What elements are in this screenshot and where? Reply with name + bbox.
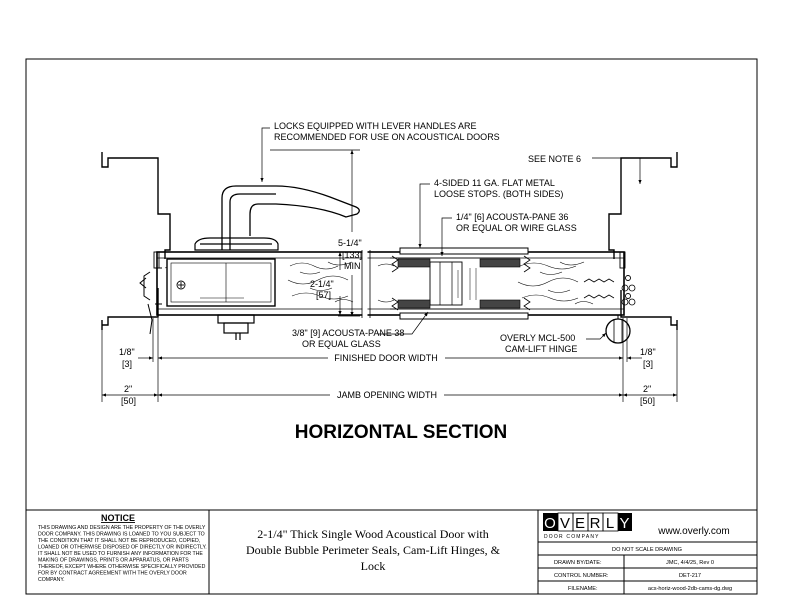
description-line1: 2-1/4" Thick Single Wood Acoustical Door…	[257, 527, 488, 541]
dim-finished-width: FINISHED DOOR WIDTH	[334, 353, 438, 363]
section-title: HORIZONTAL SECTION	[295, 422, 508, 443]
lock-latch-strike	[139, 267, 162, 335]
logo-letter: Y	[619, 515, 630, 532]
description-line2: Double Bubble Perimeter Seals, Cam-Lift …	[246, 543, 501, 557]
dim-height-outer-b: [133]	[342, 250, 362, 260]
callout-pane38-line1: 3/8" [9] ACOUSTA-PANE 38	[292, 328, 404, 338]
logo-letter: E	[575, 515, 586, 532]
notice-title: NOTICE	[101, 513, 135, 523]
filename-value: acs-horiz-wood-2db-cams-dg.dwg	[648, 586, 732, 592]
callout-hinge-line2: CAM-LIFT HINGE	[505, 344, 577, 354]
control-value: DET-217	[679, 573, 701, 579]
logo-letter: L	[606, 515, 615, 532]
dim-height-inner-a: 2-1/4"	[310, 279, 334, 289]
dim-jamb-left-a: 2"	[124, 384, 132, 394]
hinge-screws	[583, 278, 636, 306]
dim-jamb-width: JAMB OPENING WIDTH	[337, 390, 437, 400]
lock-body	[166, 258, 276, 307]
lock-rose	[194, 237, 279, 251]
dim-gap-left-a: 1/8"	[119, 347, 135, 357]
logo-subtitle: DOOR COMPANY	[544, 534, 600, 540]
drawing-border	[25, 58, 758, 595]
callout-hinge-line1: OVERLY MCL-500	[500, 333, 575, 343]
logo-letter: O	[544, 515, 557, 532]
drawn-by-label: DRAWN BY/DATE:	[554, 560, 602, 566]
lock-thumbturn	[217, 314, 255, 340]
dim-jamb-right-a: 2"	[643, 384, 651, 394]
leader-lines	[260, 127, 642, 340]
notice-line: DOOR COMPANY. THIS DRAWING IS LOANED TO …	[38, 532, 205, 538]
drawn-by-value: JMC, 4/4/25, Rev 0	[666, 560, 714, 566]
dim-height-inner-b: [57]	[316, 290, 331, 300]
callout-pane38-line2: OR EQUAL GLASS	[302, 339, 381, 349]
notice-line: COMPANY.	[38, 577, 65, 583]
logo-letter: V	[560, 515, 571, 532]
callout-stops-line2: LOOSE STOPS. (BOTH SIDES)	[434, 189, 563, 199]
dim-height-outer-c: MIN	[344, 261, 361, 271]
notice-line: MAKING OF DRAWINGS, PRINTS OR APPARATUS,…	[38, 558, 189, 564]
notice-line: THIS DRAWING AND DESIGN ARE THE PROPERTY…	[38, 525, 206, 531]
title-block	[208, 510, 757, 594]
perimeter-seals	[153, 251, 631, 299]
notice-line: FOR BY CONTRACT AGREEMENT WITH THE OVERL…	[38, 571, 187, 577]
callout-see-note: SEE NOTE 6	[528, 154, 581, 164]
control-label: CONTROL NUMBER:	[554, 573, 609, 579]
dimension-lines	[101, 149, 678, 402]
notice-line: THE CONDITION THAT IT SHALL NOT BE REPRO…	[38, 538, 200, 544]
callout-stops-line1: 4-SIDED 11 GA. FLAT METAL	[434, 178, 555, 188]
dim-jamb-right-b: [50]	[640, 396, 655, 406]
notice-line: IT SHALL NOT BE USED TO FURNISH ANY INFO…	[38, 551, 203, 557]
callout-locks-line1: LOCKS EQUIPPED WITH LEVER HANDLES ARE	[274, 121, 477, 131]
notice-line: THEREOF, EXCEPT WHERE OTHERWISE SPECIFIC…	[38, 564, 206, 570]
left-frame	[101, 152, 171, 330]
dim-gap-left-b: [3]	[122, 359, 132, 369]
dim-jamb-left-b: [50]	[121, 396, 136, 406]
cam-lift-hinge	[605, 315, 631, 344]
callout-pane36-line2: OR EQUAL OR WIRE GLASS	[456, 223, 577, 233]
notice-line: LOANED OR OTHERWISE DISPOSED OF DIRECTLY…	[38, 545, 207, 551]
callout-locks-line2: RECOMMENDED FOR USE ON ACOUSTICAL DOORS	[274, 132, 500, 142]
lever-handle	[221, 185, 360, 250]
dim-gap-right-a: 1/8"	[640, 347, 656, 357]
logo-letter: R	[590, 515, 602, 532]
description-line3: Lock	[361, 559, 386, 573]
callout-pane36-line1: 1/4" [6] ACOUSTA-PANE 36	[456, 212, 568, 222]
dim-height-outer-a: 5-1/4"	[338, 238, 362, 248]
filename-label: FILENAME:	[568, 586, 598, 592]
dim-gap-right-b: [3]	[643, 359, 653, 369]
scale-note: DO NOT SCALE DRAWING	[612, 547, 682, 553]
website-link[interactable]: www.overly.com	[657, 526, 730, 537]
right-frame	[608, 152, 678, 330]
vision-lite	[390, 247, 531, 320]
overly-logo: O V E R L Y DOOR COMPANY	[543, 512, 632, 540]
